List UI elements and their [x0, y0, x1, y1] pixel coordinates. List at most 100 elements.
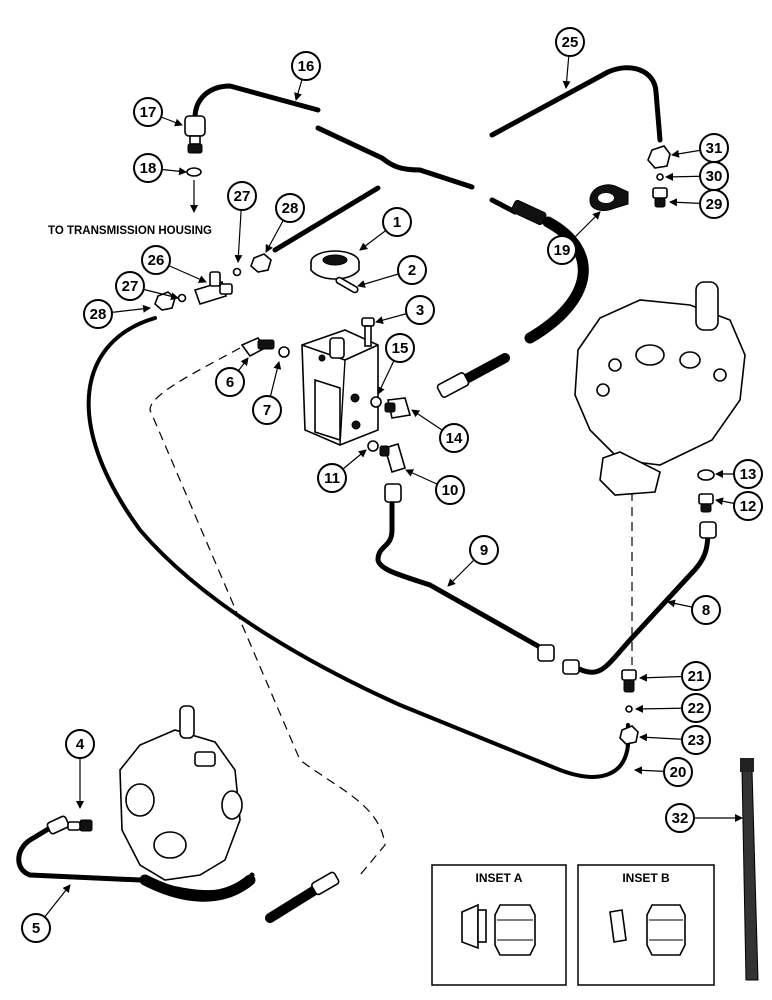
pin-2 [335, 276, 359, 294]
callout-circle [405, 295, 435, 325]
callout-28-2: 28 [83, 299, 113, 329]
callout-circle [317, 463, 347, 493]
pump-assembly [574, 281, 746, 466]
callout-number: 9 [480, 542, 488, 559]
callout-circle [291, 51, 321, 81]
note-to-transmission-housing: TO TRANSMISSION HOUSING [48, 225, 212, 237]
callout-29: 29 [699, 189, 729, 219]
elbow-fitting-6 [240, 337, 275, 358]
hose-assembly-right [436, 199, 589, 398]
callout-20: 20 [663, 757, 693, 787]
sleeve-27-right [232, 267, 242, 277]
callout-number: 26 [148, 252, 165, 269]
callout-25: 25 [555, 27, 585, 57]
clip-19 [589, 184, 629, 211]
fitting-12 [698, 493, 714, 513]
callout-circle [733, 459, 763, 489]
callout-32: 32 [665, 803, 695, 833]
fitting-21 [621, 669, 637, 693]
callout-number: 32 [672, 810, 689, 827]
callout-circle [555, 27, 585, 57]
callout-circle [691, 595, 721, 625]
callout-number: 20 [670, 764, 687, 781]
nut-28-right [250, 253, 272, 273]
callout-number: 23 [688, 732, 705, 749]
callout-number: 11 [324, 470, 340, 487]
callout-circle [65, 729, 95, 759]
tie-rod-32 [740, 758, 759, 981]
callout-14: 14 [439, 423, 469, 453]
callout-1: 1 [382, 207, 412, 237]
inset-a-box: INSET A [431, 864, 567, 986]
callout-8: 8 [691, 595, 721, 625]
elbow-fitting-10 [379, 442, 406, 474]
fitting-29 [652, 187, 668, 208]
callout-18: 18 [133, 153, 163, 183]
mounting-bracket [599, 451, 661, 496]
o-ring-15 [370, 396, 382, 408]
callout-circle [681, 693, 711, 723]
tube-5 [16, 815, 340, 923]
callout-circle [21, 913, 51, 943]
nut-31 [647, 145, 671, 169]
callout-number: 5 [32, 920, 40, 937]
sleeve-27-left [177, 293, 187, 303]
callout-circle [469, 535, 499, 565]
callout-15: 15 [385, 333, 415, 363]
callout-11: 11 [317, 463, 347, 493]
screw-3 [361, 317, 375, 347]
callout-number: 25 [562, 34, 579, 51]
callout-number: 17 [140, 104, 157, 121]
tube-upper-straight [272, 185, 381, 253]
callout-number: 27 [122, 278, 139, 295]
o-ring-18 [186, 167, 202, 177]
callout-circle [435, 475, 465, 505]
callout-number: 18 [140, 160, 157, 177]
callout-3: 3 [405, 295, 435, 325]
callout-number: 15 [392, 340, 409, 357]
callout-number: 29 [706, 196, 723, 213]
callout-number: 14 [446, 430, 463, 447]
callout-number: 2 [408, 262, 416, 279]
callout-circle [83, 299, 113, 329]
nut-17 [184, 115, 206, 154]
callout-19: 19 [547, 235, 577, 265]
callout-circle [227, 181, 257, 211]
callout-31: 31 [699, 133, 729, 163]
callout-number: 3 [416, 302, 424, 319]
callout-number: 28 [282, 200, 299, 217]
valve-body [301, 329, 379, 446]
callout-number: 7 [263, 402, 271, 419]
callout-23: 23 [681, 725, 711, 755]
callout-circle [141, 245, 171, 275]
callout-number: 28 [90, 306, 107, 323]
callout-13: 13 [733, 459, 763, 489]
callout-circle [115, 271, 145, 301]
callout-labels: 1234567891011121314151617181920212223252… [21, 27, 763, 943]
inset-b-label: INSET B [622, 871, 670, 885]
o-ring-11 [367, 440, 379, 452]
callout-circle [681, 661, 711, 691]
callout-number: 22 [688, 700, 705, 717]
tube-8 [562, 521, 717, 675]
tube-25 [489, 65, 663, 143]
callout-circle [397, 255, 427, 285]
tee-fitting-26 [193, 271, 233, 305]
callout-circle [547, 235, 577, 265]
callout-number: 8 [702, 602, 710, 619]
callout-2: 2 [397, 255, 427, 285]
sleeve-22 [625, 705, 633, 713]
dashed-routing-line [149, 347, 386, 876]
sleeve-30 [656, 173, 664, 181]
control-valve-assembly [119, 705, 243, 881]
callout-28: 28 [275, 193, 305, 223]
callout-27: 27 [227, 181, 257, 211]
callout-10: 10 [435, 475, 465, 505]
callout-circle [385, 333, 415, 363]
callout-number: 12 [740, 498, 757, 515]
callout-number: 4 [76, 736, 85, 753]
callout-21: 21 [681, 661, 711, 691]
callout-circle [382, 207, 412, 237]
callout-circle [252, 395, 282, 425]
